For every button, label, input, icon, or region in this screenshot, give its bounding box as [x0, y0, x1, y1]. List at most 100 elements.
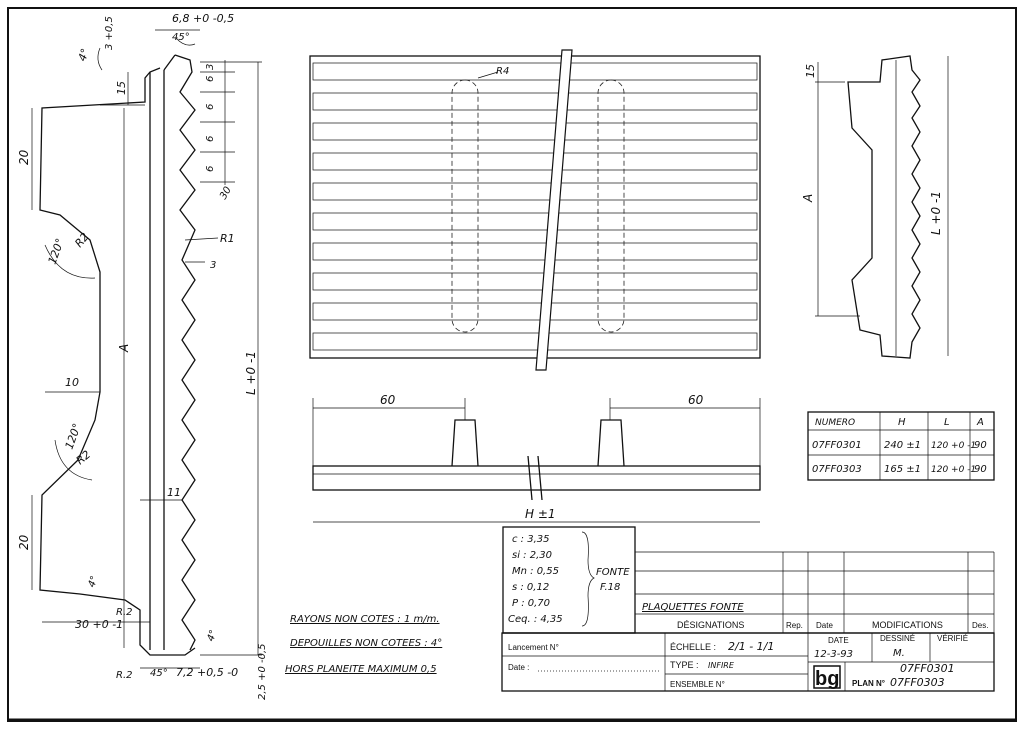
angle-arc-45: [175, 37, 196, 46]
side-dim-h: H ±1: [525, 507, 556, 521]
side-rib-left: [451, 419, 479, 467]
tb-designations-label: DÉSIGNATIONS: [677, 620, 744, 630]
dim-text-20a: 20: [17, 149, 31, 165]
tb-des-label: Des.: [972, 621, 988, 630]
tb-dessine-label: DESSINÉ: [880, 634, 915, 643]
right-dim-a: A: [801, 194, 815, 203]
comp-c: c : 3,35: [512, 534, 550, 545]
dim-text-top-angle: 4°: [76, 47, 92, 63]
dim-text-30: 30 +0 -1: [75, 618, 123, 631]
dim-text-r2b: R2: [74, 448, 94, 467]
tb-logo: bg: [815, 668, 839, 690]
dim-text-20b: 20: [17, 534, 31, 550]
dim-text-top-width: 6,8 +0 -0,5: [172, 12, 234, 25]
side-dim-60b: 60: [688, 393, 704, 407]
dim-text-r2d: R.2: [116, 670, 133, 681]
note-depouilles: DEPOUILLES NON COTEES : 4°: [290, 638, 442, 649]
comp-mn: Mn : 0,55: [512, 566, 559, 577]
side-dim-60a: 60: [380, 393, 396, 407]
table-row-2-h: 165 ±1: [884, 464, 921, 475]
dim-text-top-chamfer: 45°: [172, 32, 190, 43]
dim-text-a: A: [117, 344, 131, 353]
profile-teeth: [174, 54, 196, 651]
profile-view: 3 +0,5 4° 6,8 +0 -0,5 45° 15 20 20 120° …: [17, 12, 268, 700]
right-dim-l: L +0 -1: [929, 191, 943, 235]
dim-text-top-tol: 3 +0,5: [104, 16, 115, 50]
dim-text-15: 15: [115, 81, 128, 95]
plan-view: R4: [309, 49, 761, 371]
dim-text-l: L +0 -1: [244, 351, 258, 395]
dim-text-tooth6c: 6: [205, 166, 216, 172]
plan-outline: [309, 55, 761, 359]
right-outline: [847, 55, 921, 359]
tb-echelle-value: 2/1 - 1/1: [728, 640, 774, 653]
tb-verifie-label: VÉRIFIÉ: [937, 634, 968, 643]
tb-plan-value-2: 07FF0303: [890, 676, 945, 689]
tb-type-value: INFIRE: [708, 661, 735, 670]
dim-text-r2c: R.2: [116, 607, 133, 618]
title-block: PLAQUETTES FONTE DÉSIGNATIONS Rep. Date …: [501, 551, 995, 692]
leader-r4: [477, 71, 499, 79]
dim-text-bottom-25: 2,5 +0 -0,5: [257, 643, 268, 700]
dim-text-tooth6a: 6: [205, 104, 216, 110]
table-head-h: H: [898, 417, 906, 428]
dim-text-bottom-72: 7,2 +0,5 -0: [176, 666, 238, 679]
dim-text-4b: 4°: [86, 575, 100, 589]
comp-brace: [581, 531, 595, 627]
tb-date-head: DATE: [828, 636, 849, 645]
comp-si: si : 2,30: [512, 550, 552, 561]
table-head-numero: NUMERO: [815, 418, 855, 428]
tb-ensemble-label: ENSEMBLE N°: [670, 680, 725, 689]
tb-plan-value-1: 07FF0301: [900, 662, 955, 675]
profile-top-chamfer: [163, 54, 176, 71]
table-row-2-l: 120 +0 -1: [931, 465, 976, 475]
angle-arc-120a: [44, 244, 96, 279]
dim-text-tooth-3: 3: [210, 260, 216, 271]
table-head-l: L: [944, 417, 950, 428]
angle-arc-4a: [97, 47, 103, 71]
tb-modifications-label: MODIFICATIONS: [872, 620, 943, 630]
tb-type-label: TYPE :: [670, 660, 699, 670]
right-view: 15 A L +0 -1: [801, 55, 949, 359]
table-row-1-numero: 07FF0301: [812, 440, 862, 451]
table-row-2-numero: 07FF0303: [812, 464, 862, 475]
plan-rib-left: [451, 79, 479, 333]
tb-lancement-label: Lancement N°: [508, 643, 559, 652]
tb-plan-label: PLAN N°: [852, 679, 885, 688]
side-rib-right: [597, 419, 625, 467]
dim-text-120b: 120°: [63, 422, 84, 451]
plan-break: [535, 49, 573, 371]
note-rayons: RAYONS NON COTES : 1 m/m.: [290, 614, 440, 625]
comp-ceq: Ceq. : 4,35: [508, 614, 563, 625]
side-break: [527, 455, 543, 501]
general-notes: RAYONS NON COTES : 1 m/m. DEPOUILLES NON…: [285, 614, 442, 675]
composition-box: c : 3,35 si : 2,30 Mn : 0,55 s : 0,12 P …: [502, 526, 636, 634]
dim-text-tooth-r1: R1: [220, 232, 235, 245]
right-dim-15: 15: [804, 64, 817, 78]
table-row-1-h: 240 ±1: [884, 440, 921, 451]
tb-dessine-value: M.: [893, 648, 905, 659]
dim-text-120a: 120°: [46, 237, 67, 266]
comp-p: P : 0,70: [512, 598, 550, 609]
plan-rib-right: [597, 79, 625, 333]
dim-text-tooth6b: 6: [205, 136, 216, 142]
plan-r4: R4: [496, 66, 509, 77]
comp-s: s : 0,12: [512, 582, 549, 593]
dim-text-r2a: R2: [72, 230, 91, 250]
dim-text-11: 11: [167, 486, 181, 499]
side-view: 60 60 H ±1: [312, 393, 761, 523]
plan-bars: [312, 62, 758, 351]
note-planeite: HORS PLANEITE MAXIMUM 0,5: [285, 664, 437, 675]
variants-table: NUMERO H L A 07FF0301 240 ±1 120 +0 -1 9…: [807, 411, 995, 481]
dim-text-10: 10: [65, 376, 79, 389]
tb-logo-box: [813, 665, 841, 689]
dim-text-tooth30: 30: [218, 185, 234, 202]
profile-outline: [39, 67, 196, 656]
dim-text-bottom-45: 45°: [150, 668, 168, 679]
tb-date-field-label: Date :: [508, 663, 529, 672]
comp-grade: F.18: [600, 582, 620, 593]
table-row-1-l: 120 +0 -1: [931, 441, 976, 451]
tb-date-label: Date: [816, 621, 833, 630]
tb-date-value: 12-3-93: [814, 649, 853, 660]
